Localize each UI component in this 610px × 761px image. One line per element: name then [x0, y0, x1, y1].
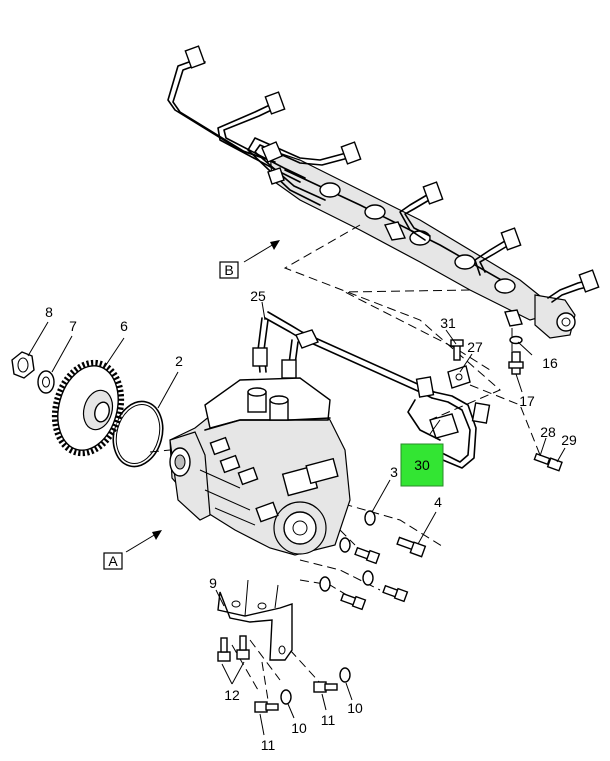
- callout-30: 30: [414, 457, 430, 473]
- callout-17: 17: [519, 393, 535, 409]
- side-bolts-and-washers: [319, 510, 427, 611]
- callout-29: 29: [561, 432, 577, 448]
- bolt-17: [508, 351, 524, 375]
- callout-28: 28: [540, 424, 556, 440]
- bolt-28-29: [533, 452, 563, 472]
- bolt-31: [450, 339, 464, 361]
- leader-lines: [27, 301, 566, 736]
- view-arrow-a: [125, 530, 162, 553]
- o-ring-2: [112, 400, 164, 468]
- view-label-a: A: [108, 553, 118, 569]
- callout-11-right: 11: [321, 712, 336, 728]
- callout-27: 27: [467, 339, 483, 355]
- nut-8: [11, 351, 35, 379]
- high-pressure-pipe: [252, 311, 491, 469]
- callout-8: 8: [45, 304, 53, 320]
- callout-16: 16: [542, 355, 558, 371]
- callout-7: 7: [69, 318, 77, 334]
- view-label-a-box: [103, 552, 123, 570]
- callout-10-left: 10: [291, 720, 307, 736]
- callout-11-left: 11: [261, 737, 276, 753]
- callout-10-right: 10: [347, 700, 363, 716]
- view-label-b-box: [219, 261, 239, 279]
- callout-6: 6: [120, 318, 128, 334]
- washer-7: [37, 370, 55, 394]
- callout-3: 3: [390, 464, 398, 480]
- part-30-highlight[interactable]: [400, 443, 444, 487]
- fuel-rail-assembly: [167, 45, 600, 339]
- washer-16: [509, 335, 523, 345]
- callout-2: 2: [175, 353, 183, 369]
- view-label-b: B: [224, 262, 233, 278]
- bracket-9: [217, 579, 293, 661]
- callout-4: 4: [434, 494, 442, 510]
- bolts-12: [217, 635, 250, 662]
- bolts-11-washers-10: [254, 667, 351, 713]
- callout-9: 9: [209, 575, 217, 591]
- callout-25: 25: [250, 288, 266, 304]
- injection-pump: [169, 377, 351, 556]
- view-arrow-b: [243, 240, 280, 263]
- drive-gear-6: [51, 359, 125, 457]
- callout-31: 31: [440, 315, 456, 331]
- callout-12: 12: [224, 687, 240, 703]
